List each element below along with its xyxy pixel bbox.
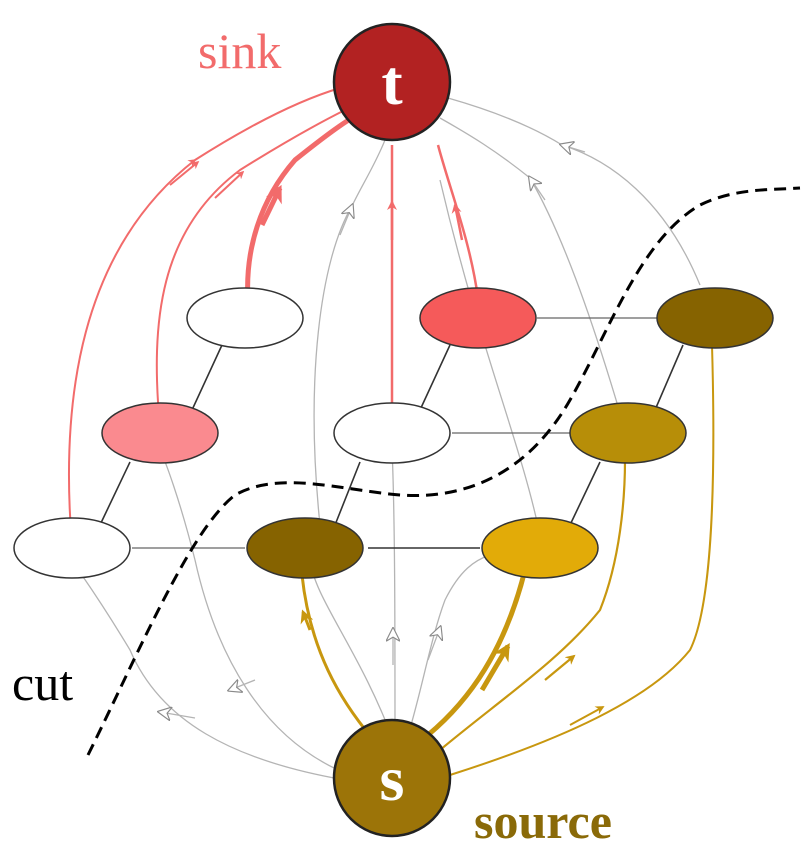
source-node-label: s <box>380 743 405 814</box>
edge-gold-s-to-r2c1 <box>300 574 374 739</box>
pixel-node-r0c2 <box>656 287 774 349</box>
edge-gray-s-to-r2c2 <box>404 554 491 746</box>
pixel-node-r1c1 <box>333 402 451 464</box>
edge-gray-s-to-r1c1 <box>391 447 396 746</box>
edge-gray-r1c2-to-t <box>529 177 626 431</box>
nlink-r1c1-r0c1 <box>419 344 451 411</box>
pixel-node-r2c1 <box>246 517 364 579</box>
sink-label: sink <box>198 23 281 79</box>
gray-t-link-arrows <box>339 145 586 236</box>
sink-node-circle <box>332 22 452 142</box>
source-label: source <box>474 793 612 849</box>
edge-gray-t-r1c2 <box>439 117 531 179</box>
gray-s-link-arrows <box>160 628 440 718</box>
nlink-r1c2-r0c2 <box>654 344 684 411</box>
edge-gray-s-to-r1c0 <box>159 449 351 776</box>
pixel-node-r2c0 <box>13 517 131 579</box>
gray-t-links <box>313 97 701 536</box>
gold-s-links <box>300 344 715 776</box>
edge-gold-s-to-r1c2 <box>439 459 627 751</box>
cut-label: cut <box>12 655 73 711</box>
nlink-r2c1-r1c1 <box>334 461 361 526</box>
red-t-link-arrows <box>169 160 464 241</box>
edge-gold-s-to-r0c2 <box>449 344 715 776</box>
gray-s-links <box>74 447 491 781</box>
neighbor-links <box>99 317 684 549</box>
cut-line <box>86 186 801 756</box>
pixel-node-r1c2 <box>569 402 687 464</box>
pixel-node-r1c0 <box>101 402 219 464</box>
edge-red-r0c1-to-t <box>436 144 480 299</box>
source-node: s <box>332 718 452 838</box>
nlink-r1c0-r0c0 <box>191 344 223 411</box>
edge-gray-s-to-r2c0 <box>74 564 346 781</box>
edge-gray-t-r2c1 <box>351 139 386 207</box>
edge-gray-r0c2-to-t <box>561 144 701 286</box>
red-t-links <box>68 87 480 546</box>
pixel-nodes <box>13 287 774 579</box>
gold-s-link-arrows <box>300 609 605 726</box>
edge-gray-r2c1-to-t <box>313 205 353 526</box>
nlink-r2c0-r1c0 <box>99 461 131 526</box>
source-node-circle <box>332 718 452 838</box>
sink-node-label: t <box>381 47 403 118</box>
nlink-r2c2-r1c2 <box>569 461 601 526</box>
pixel-node-r0c0 <box>186 287 304 349</box>
edge-red-r1c0-to-t <box>155 109 346 429</box>
sink-node: t <box>332 22 452 142</box>
edge-red-r2c0-to-t <box>68 87 341 546</box>
edge-red-r0c0-to-t <box>245 115 354 301</box>
edge-gold-s-to-r2c2 <box>426 569 528 737</box>
pixel-node-r2c2 <box>481 517 599 579</box>
pixel-node-r0c1 <box>419 287 537 349</box>
edge-gray-t-r0c2 <box>447 97 563 146</box>
